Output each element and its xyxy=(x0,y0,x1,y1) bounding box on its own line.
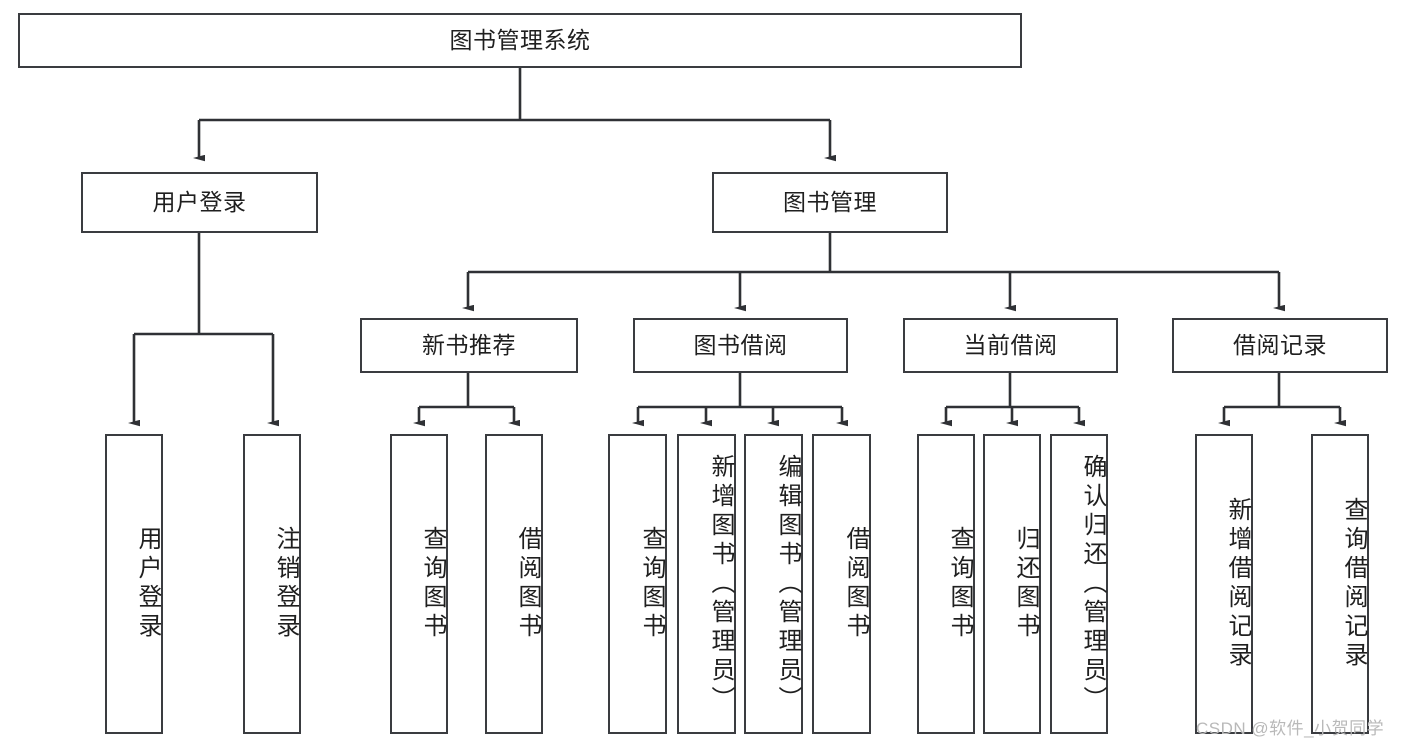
node-label: 查询图书 xyxy=(419,526,446,642)
node-root-system[interactable]: 图书管理系统 xyxy=(18,13,1022,68)
node-label: 新书推荐 xyxy=(422,331,516,358)
leaf-add-book-admin[interactable]: 新增图书（管理员） xyxy=(677,434,736,734)
node-current-borrow[interactable]: 当前借阅 xyxy=(903,318,1118,373)
node-book-management[interactable]: 图书管理 xyxy=(712,172,948,233)
leaf-query-borrow-record[interactable]: 查询借阅记录 xyxy=(1311,434,1369,734)
leaf-query-book-borrow[interactable]: 查询图书 xyxy=(608,434,667,734)
node-borrow-record[interactable]: 借阅记录 xyxy=(1172,318,1388,373)
node-label: 注销登录 xyxy=(272,526,299,642)
node-label: 新增图书（管理员） xyxy=(707,453,734,715)
node-label: 新增借阅记录 xyxy=(1224,497,1251,671)
leaf-return-book[interactable]: 归还图书 xyxy=(983,434,1041,734)
node-label: 用户登录 xyxy=(134,526,161,642)
node-new-book-recommend[interactable]: 新书推荐 xyxy=(360,318,578,373)
watermark-text: CSDN @软件_小贺同学 xyxy=(1196,719,1385,738)
node-label: 查询借阅记录 xyxy=(1340,497,1367,671)
node-label: 归还图书 xyxy=(1012,526,1039,642)
leaf-borrow-book-recommend[interactable]: 借阅图书 xyxy=(485,434,543,734)
leaf-confirm-return-admin[interactable]: 确认归还（管理员） xyxy=(1050,434,1108,734)
leaf-query-book-recommend[interactable]: 查询图书 xyxy=(390,434,448,734)
leaf-edit-book-admin[interactable]: 编辑图书（管理员） xyxy=(744,434,803,734)
leaf-user-logout[interactable]: 注销登录 xyxy=(243,434,301,734)
node-label: 当前借阅 xyxy=(963,331,1058,358)
node-label: 图书管理 xyxy=(783,188,877,215)
node-label: 借阅记录 xyxy=(1233,331,1327,358)
node-label: 查询图书 xyxy=(946,526,973,642)
node-label: 编辑图书（管理员） xyxy=(774,453,801,715)
node-label: 图书管理系统 xyxy=(449,26,591,53)
node-label: 查询图书 xyxy=(638,526,665,642)
node-label: 图书借阅 xyxy=(693,331,788,358)
node-label: 借阅图书 xyxy=(842,526,869,642)
node-label: 借阅图书 xyxy=(514,526,541,642)
node-label: 确认归还（管理员） xyxy=(1079,453,1106,715)
leaf-user-login[interactable]: 用户登录 xyxy=(105,434,163,734)
node-book-borrow[interactable]: 图书借阅 xyxy=(633,318,848,373)
leaf-query-book-current[interactable]: 查询图书 xyxy=(917,434,975,734)
leaf-borrow-book[interactable]: 借阅图书 xyxy=(812,434,871,734)
leaf-add-borrow-record[interactable]: 新增借阅记录 xyxy=(1195,434,1253,734)
node-user-login[interactable]: 用户登录 xyxy=(81,172,318,233)
node-label: 用户登录 xyxy=(152,188,247,215)
